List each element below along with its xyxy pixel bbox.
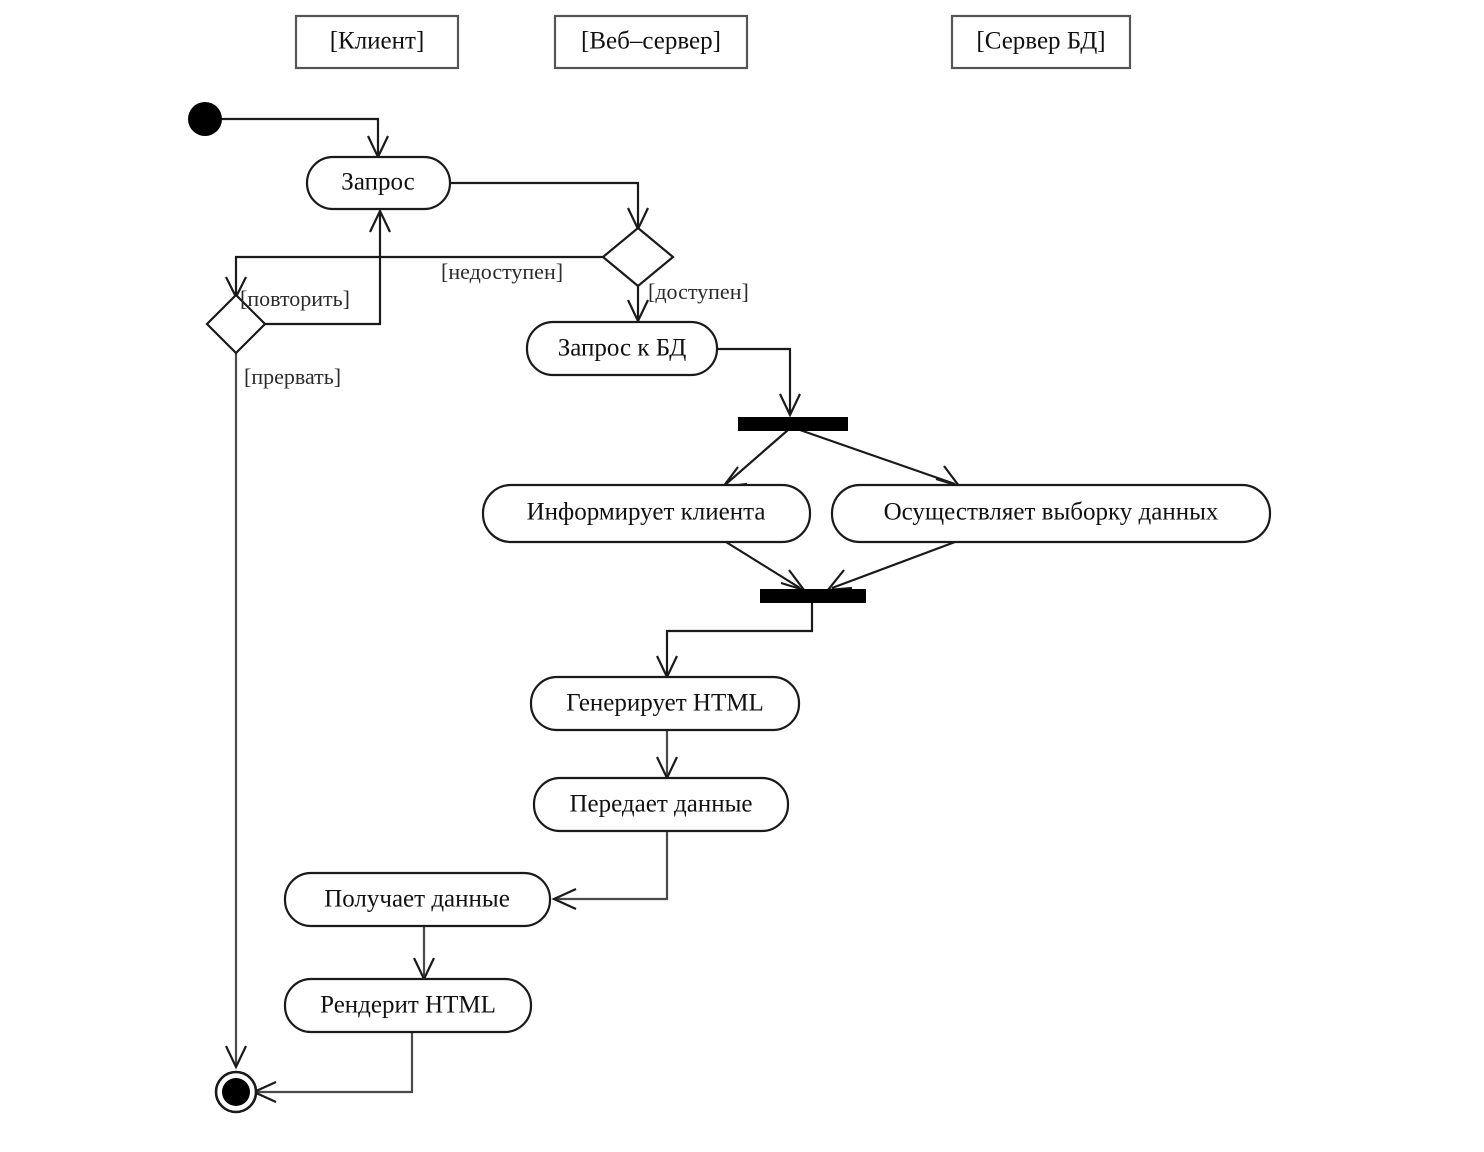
activity-label: Запрос	[341, 169, 414, 196]
activity-shape	[529, 675, 801, 732]
guard-label-available: [доступен]	[648, 279, 749, 304]
edge-retry-to-final	[225, 353, 247, 1070]
guard-label-unavailable: [недоступен]	[441, 259, 563, 284]
activity-shape	[283, 977, 533, 1034]
edge-inform-client-to-join	[725, 541, 807, 593]
edge-initial-to-request	[222, 117, 389, 160]
activity-node-transfer-data[interactable]: Передает данные	[532, 776, 790, 833]
guard-label-abort: [прервать]	[244, 364, 341, 389]
activity-node-receive-data[interactable]: Получает данные	[283, 871, 552, 928]
activity-node-inform-client[interactable]: Информирует клиента	[481, 483, 812, 544]
edge-join-to-generate-html	[656, 602, 814, 680]
edge-retry-to-request	[265, 208, 391, 326]
activity-label: Осуществляет выборку данных	[884, 499, 1219, 526]
lane-header-label: [Сервер БД]	[976, 28, 1105, 55]
activity-shape	[830, 483, 1272, 544]
activity-label: Передает данные	[570, 791, 753, 818]
activity-shape	[481, 483, 812, 544]
final-node	[214, 1070, 258, 1114]
edge-fork-to-select-data	[799, 428, 962, 489]
decision-node-retry[interactable]	[205, 293, 267, 355]
lane-header-db-server: [Сервер БД]	[950, 14, 1132, 70]
decision-node-availability[interactable]	[601, 226, 675, 288]
activity-label: Генерирует HTML	[566, 690, 763, 717]
decision-shape	[601, 226, 675, 288]
activity-node-select-data[interactable]: Осуществляет выборку данных	[830, 483, 1272, 544]
edge-availability-to-db-request	[627, 286, 649, 324]
activity-shape	[532, 776, 790, 833]
join-bar	[760, 589, 866, 603]
initial-node	[188, 102, 222, 136]
fork-bar	[738, 417, 848, 431]
activity-node-generate-html[interactable]: Генерирует HTML	[529, 675, 801, 732]
activity-label: Запрос к БД	[558, 335, 687, 362]
lane-header-box	[294, 14, 460, 70]
lane-header-box	[950, 14, 1132, 70]
activity-node-request[interactable]: Запрос	[305, 155, 452, 211]
activity-label: Получает данные	[324, 886, 510, 913]
activity-label: Рендерит HTML	[320, 992, 496, 1019]
activity-shape	[305, 155, 452, 211]
lane-header-client: [Клиент]	[294, 14, 460, 70]
edge-select-data-to-join	[825, 540, 956, 592]
edge-request-to-availability-decision	[450, 181, 649, 232]
lane-header-label: [Клиент]	[330, 28, 425, 55]
edge-generate-html-to-transfer-data	[656, 729, 678, 781]
activity-shape	[283, 871, 552, 928]
guard-label-retry: [повторить]	[240, 286, 350, 311]
edge-fork-to-inform-client	[720, 429, 789, 489]
edge-transfer-data-to-receive-data	[551, 830, 669, 911]
activity-label: Информирует клиента	[527, 499, 766, 526]
edge-receive-data-to-render-html	[413, 925, 435, 982]
activity-shape	[525, 320, 719, 377]
edge-db-request-to-fork	[717, 347, 801, 418]
edge-render-html-to-final	[251, 1032, 414, 1104]
lane-header-box	[553, 14, 749, 70]
lane-header-web-server: [Веб–сервер]	[553, 14, 749, 70]
activity-node-render-html[interactable]: Рендерит HTML	[283, 977, 533, 1034]
activity-node-db-request[interactable]: Запрос к БД	[525, 320, 719, 377]
lane-header-label: [Веб–сервер]	[581, 28, 721, 55]
decision-shape	[205, 293, 267, 355]
